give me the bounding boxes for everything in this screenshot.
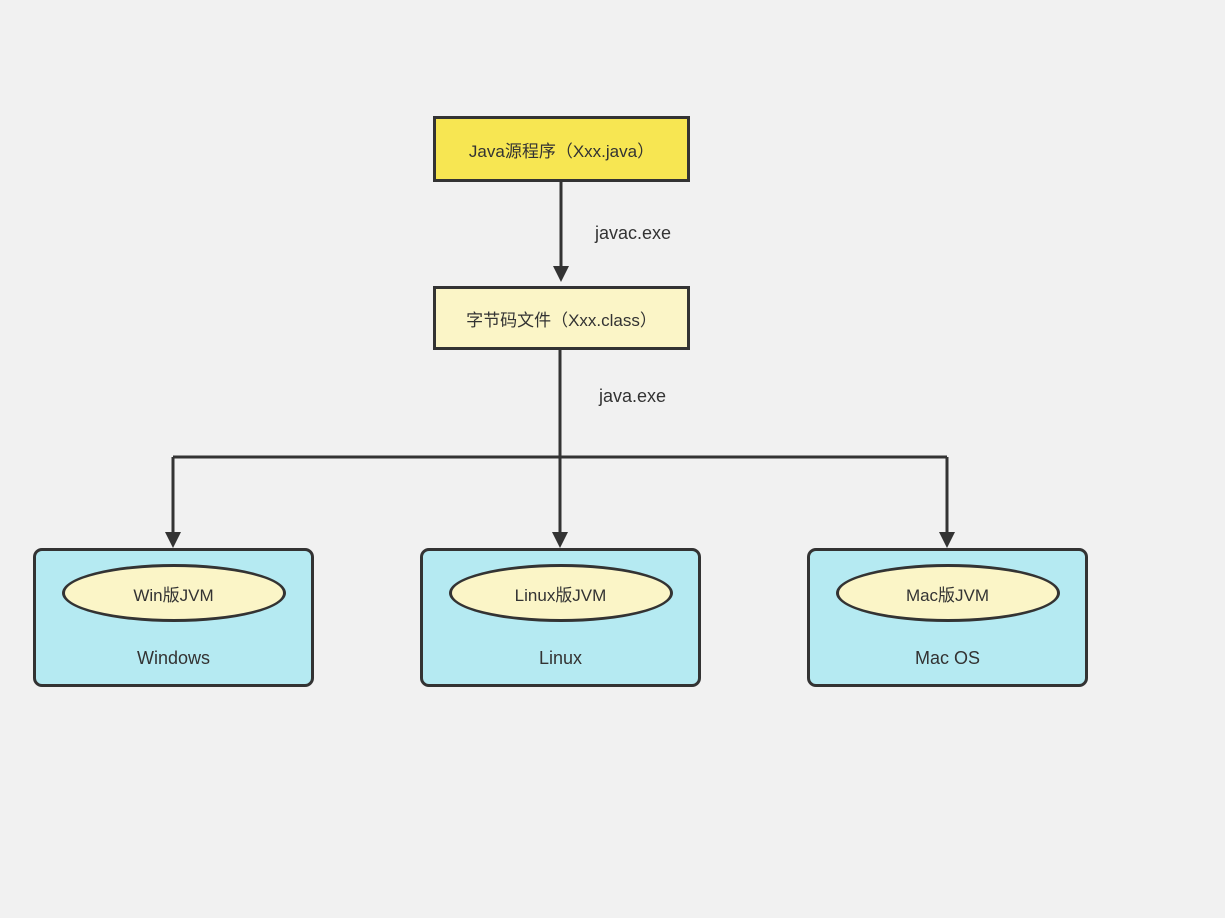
ellipse-linux-jvm: Linux版JVM: [448, 564, 673, 622]
ellipse-mac-jvm-label: Mac版JVM: [905, 585, 990, 605]
ellipse-linux-jvm-label: Linux版JVM: [514, 585, 607, 605]
ellipse-win-jvm-label: Win版JVM: [133, 585, 214, 605]
os-label-windows: Windows: [136, 648, 211, 668]
arrowhead-windows: [165, 532, 181, 548]
node-os-mac: Mac版JVM Mac OS: [807, 548, 1088, 687]
arrowhead-bytecode: [553, 266, 569, 282]
node-java-source: Java源程序（Xxx.java）: [433, 116, 690, 182]
os-label-mac: Mac OS: [914, 648, 980, 668]
ellipse-mac-jvm: Mac版JVM: [835, 564, 1060, 622]
ellipse-win-jvm: Win版JVM: [61, 564, 286, 622]
arrowhead-linux: [552, 532, 568, 548]
node-bytecode-file-label: 字节码文件（Xxx.class）: [466, 310, 657, 330]
os-label-linux: Linux: [538, 648, 583, 668]
node-java-source-label: Java源程序（Xxx.java）: [468, 141, 655, 161]
edge-label-javac: javac.exe: [595, 223, 672, 243]
edge-label-java: java.exe: [599, 386, 667, 406]
arrowhead-mac: [939, 532, 955, 548]
node-os-linux: Linux版JVM Linux: [420, 548, 701, 687]
node-os-windows: Win版JVM Windows: [33, 548, 314, 687]
node-bytecode-file: 字节码文件（Xxx.class）: [433, 286, 690, 350]
